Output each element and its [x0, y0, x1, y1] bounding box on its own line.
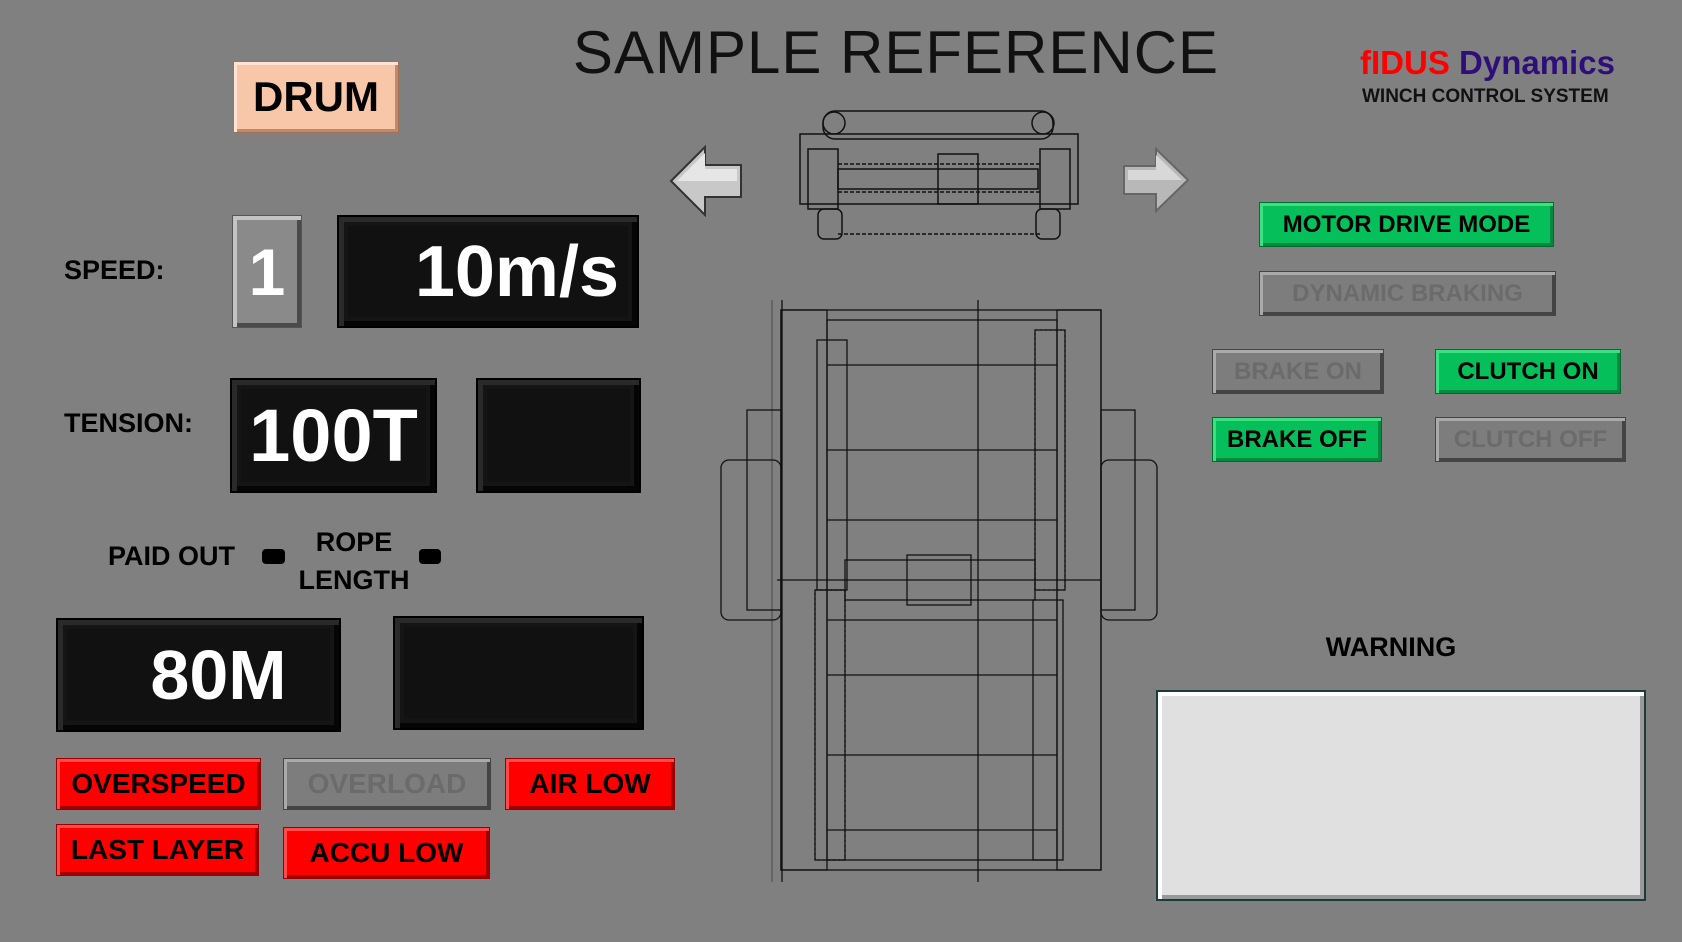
page-title: SAMPLE REFERENCE — [572, 19, 1220, 86]
alarm-last-layer[interactable]: LAST LAYER — [56, 824, 259, 876]
alarm-overload[interactable]: OVERLOAD — [283, 758, 491, 810]
brake-off-button[interactable]: BRAKE OFF — [1212, 417, 1382, 462]
warning-label: WARNING — [1325, 632, 1457, 662]
speed-step-button[interactable]: 1 — [232, 215, 302, 328]
tension-label: TENSION: — [64, 408, 194, 438]
brand-logo: fIDUS Dynamics — [1360, 44, 1615, 82]
brake-on-button[interactable]: BRAKE ON — [1212, 349, 1384, 394]
rope-length-label-line2: LENGTH — [298, 565, 410, 595]
speed-label: SPEED: — [64, 255, 165, 285]
rope-length-label-line1: ROPE — [315, 527, 393, 557]
paid-out-display: 80M — [56, 618, 341, 732]
winch-drum-drawing — [720, 300, 1158, 882]
paid-out-indicator — [262, 549, 285, 564]
clutch-on-button[interactable]: CLUTCH ON — [1435, 349, 1621, 394]
clutch-off-button[interactable]: CLUTCH OFF — [1435, 417, 1626, 462]
rope-length-indicator — [419, 549, 441, 564]
paid-out-label: PAID OUT — [108, 541, 235, 571]
alarm-accu-low[interactable]: ACCU LOW — [283, 827, 490, 879]
alarm-air-low[interactable]: AIR LOW — [505, 758, 675, 810]
warning-box — [1156, 690, 1646, 901]
tension-display: 100T — [230, 378, 437, 493]
tension-aux-display — [476, 378, 641, 493]
dynamic-braking-button[interactable]: DYNAMIC BRAKING — [1259, 271, 1556, 316]
motor-drive-mode-button[interactable]: MOTOR DRIVE MODE — [1259, 202, 1554, 247]
speed-display: 10m/s — [337, 215, 639, 328]
rope-length-label: ROPE LENGTH — [290, 523, 418, 599]
winch-top-view-drawing — [799, 110, 1079, 240]
arrow-left-icon[interactable] — [669, 145, 743, 217]
brand-name-red: fIDUS — [1360, 44, 1450, 81]
drum-button[interactable]: DRUM — [233, 61, 399, 133]
rope-length-display — [393, 616, 644, 730]
brand-name-purple: Dynamics — [1459, 44, 1615, 81]
brand-subtitle: WINCH CONTROL SYSTEM — [1362, 86, 1609, 107]
alarm-overspeed[interactable]: OVERSPEED — [56, 758, 261, 810]
arrow-right-icon[interactable] — [1122, 147, 1190, 213]
